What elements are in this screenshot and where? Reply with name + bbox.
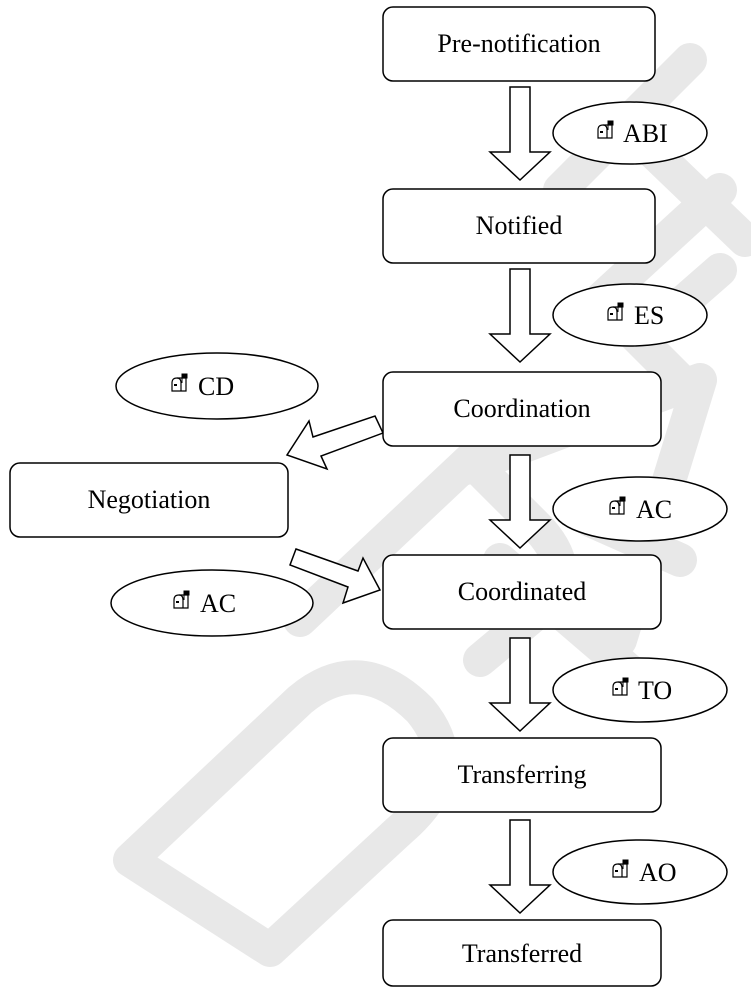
message-label-to: TO — [638, 676, 672, 705]
state-negotiation: Negotiation — [88, 485, 211, 514]
arrow-coordination-to-negotiation — [285, 415, 385, 471]
arrow-coordinated-to-transferring — [488, 637, 552, 733]
state-transferring-box — [382, 737, 662, 813]
message-label-abi: ABI — [623, 119, 668, 148]
state-negotiation-box — [9, 462, 289, 538]
arrow-transferring-to-transferred — [488, 819, 552, 915]
state-pre-notification-box — [382, 6, 656, 82]
arrow-prenotif-to-notified — [488, 86, 552, 182]
state-coordination: Coordination — [453, 394, 590, 423]
message-label-ac-main: AC — [636, 495, 672, 524]
message-oval-ac-main — [552, 476, 728, 542]
message-oval-abi — [552, 101, 708, 165]
message-oval-ac-negotiation — [110, 569, 314, 637]
message-label-ac-negotiation: AC — [200, 589, 236, 618]
message-oval-to — [552, 657, 728, 723]
state-transferring: Transferring — [457, 760, 586, 789]
state-transferred: Transferred — [462, 939, 582, 968]
arrow-notified-to-coordination — [488, 268, 552, 364]
state-pre-notification: Pre-notification — [437, 29, 600, 58]
state-coordination-box — [382, 371, 662, 447]
message-label-cd: CD — [198, 372, 234, 401]
message-label-ao: AO — [639, 858, 677, 887]
message-oval-ao — [552, 839, 728, 905]
message-oval-cd — [115, 352, 319, 420]
state-notified-box — [382, 188, 656, 264]
state-coordinated: Coordinated — [458, 577, 587, 606]
state-transferred-box — [382, 919, 662, 987]
message-oval-es — [552, 283, 708, 347]
arrow-coordination-to-coordinated — [488, 454, 552, 550]
arrow-negotiation-to-coordinated — [289, 548, 382, 605]
state-notified: Notified — [476, 211, 563, 240]
state-coordinated-box — [382, 554, 662, 630]
message-label-es: ES — [634, 301, 664, 330]
